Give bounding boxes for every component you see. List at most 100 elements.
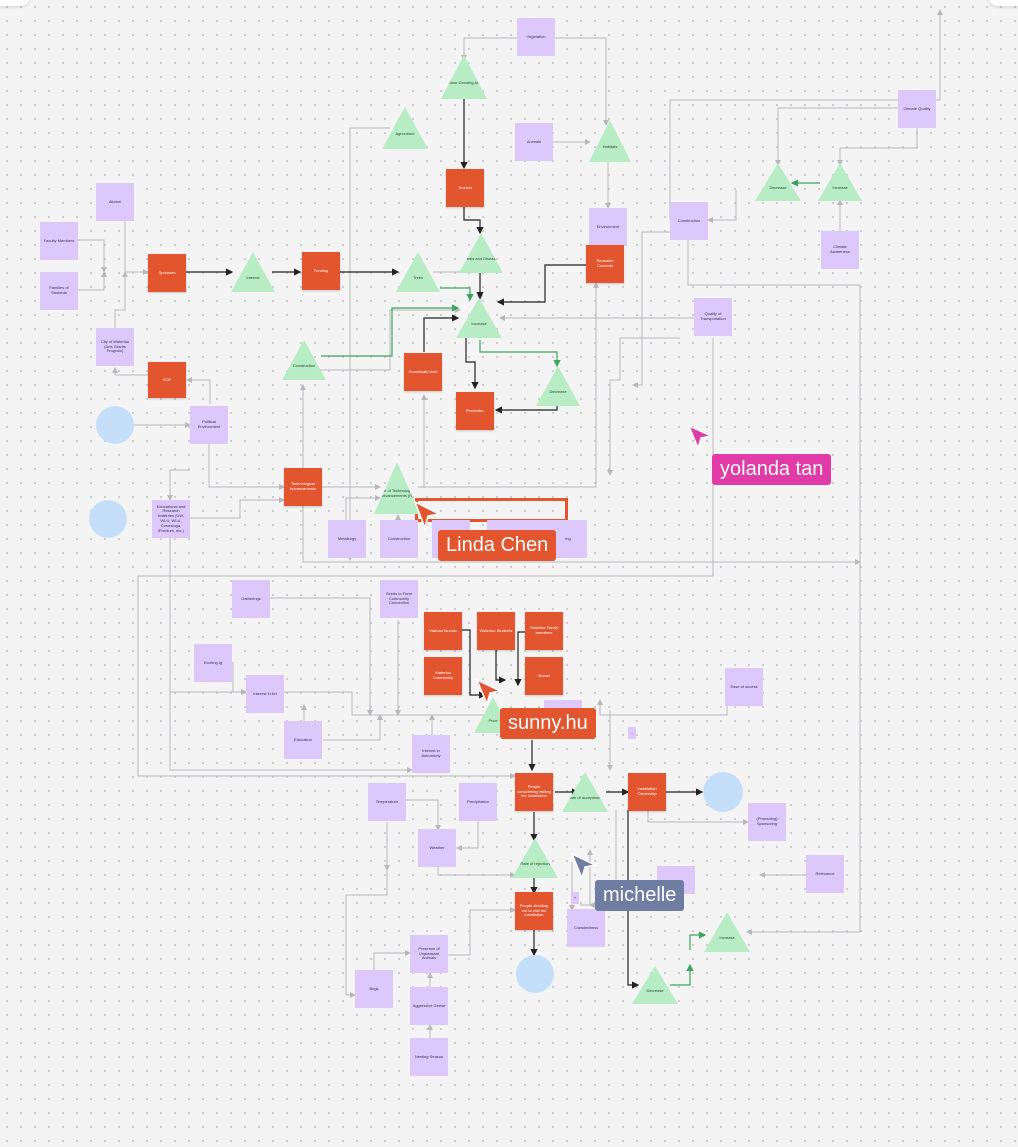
node-circle-2[interactable] [89, 500, 127, 538]
node-crowdedness[interactable]: Crowdedness [567, 909, 605, 947]
node-small-dot[interactable]: - [628, 727, 636, 739]
node-visitors[interactable]: Visitors/Tourists [424, 612, 462, 650]
edge [345, 495, 381, 520]
edge-dark [465, 336, 479, 390]
edge [169, 538, 413, 773]
node-gdp[interactable]: GDP [148, 362, 186, 398]
node-education[interactable]: Education [284, 721, 322, 759]
node-precipitation[interactable]: Precipitation [459, 783, 497, 821]
edge-dark [627, 810, 640, 989]
node-relevance[interactable]: Relevance [806, 855, 844, 893]
edge-dark [463, 207, 484, 235]
edge [345, 822, 388, 998]
edge [707, 190, 737, 223]
node-people-considering[interactable]: People considering visiting the installa… [515, 773, 553, 811]
node-waterloo-community[interactable]: Waterloo Community [424, 657, 462, 695]
node-interest-art[interactable]: Interest in Art [246, 675, 284, 713]
node-gatherings[interactable]: Gatherings [232, 580, 270, 618]
node-metallurgy[interactable]: Metallurgy [328, 520, 366, 558]
edge [554, 37, 609, 126]
node-political-env[interactable]: Political Environment [190, 406, 228, 444]
edge-dark [494, 404, 558, 414]
node-construction-low[interactable]: Construction [380, 520, 418, 558]
node-city-waterloo[interactable]: City of Waterloo (Arts Grants Program) [96, 328, 134, 366]
cursor-label-yolanda: yolanda tan [712, 454, 832, 485]
node-bugs[interactable]: Bugs [355, 970, 393, 1008]
node-pesticides[interactable]: Pesticides [456, 392, 494, 430]
edge [232, 662, 247, 695]
edge [323, 714, 383, 741]
node-alumni[interactable]: Alumni [96, 183, 134, 221]
edge-green [670, 963, 694, 986]
edge-green [689, 931, 707, 950]
edge [318, 307, 461, 371]
node-construction-top[interactable]: Construction [670, 202, 708, 240]
edge-dark [462, 629, 487, 699]
node-interest-astronomy[interactable]: Interest in Astronomy [412, 735, 450, 773]
node-small-dot-2[interactable]: + [571, 892, 579, 904]
node-people-deciding[interactable]: People deciding not to visit the install… [515, 892, 553, 930]
edge [347, 127, 390, 561]
node-funding[interactable]: Funding [302, 252, 340, 290]
node-sponsors[interactable]: Sponsors [148, 254, 186, 292]
node-temperature[interactable]: Temperature [368, 783, 406, 821]
node-circle-3[interactable] [703, 772, 743, 812]
node-installation-ownership[interactable]: Installation Ownership [628, 773, 666, 811]
node-tourism[interactable]: Tourism [446, 169, 484, 207]
edge-green [440, 287, 474, 302]
cursor-arrow-yolanda [687, 424, 714, 455]
node-faculty[interactable]: Faculty Members [40, 222, 78, 260]
node-seeds-farm[interactable]: Seeds to Farm Community Connection [380, 580, 418, 618]
node-genetics-food[interactable]: Genetically food [404, 353, 442, 391]
cursor-label-linda: Linda Chen [438, 530, 557, 561]
edge [837, 128, 918, 166]
edge [112, 367, 148, 376]
edge [775, 107, 898, 166]
edge-green [321, 304, 460, 357]
edge [597, 688, 728, 716]
node-nesting-season[interactable]: Nesting Season [410, 1038, 448, 1076]
edge-green [479, 340, 561, 368]
edge [433, 271, 483, 301]
edge [78, 271, 107, 291]
node-aggressive-geese[interactable]: Aggressive Geese [410, 987, 448, 1025]
edge [270, 597, 373, 716]
node-waterloo-students[interactable]: Waterloo Students [477, 612, 515, 650]
edge [208, 444, 285, 490]
edge [373, 950, 411, 975]
cursor-arrow-michelle [570, 852, 598, 885]
edge [687, 238, 861, 935]
node-families[interactable]: Families of Students [40, 272, 78, 310]
node-quality-transport[interactable]: Quality of Transportation [694, 298, 732, 336]
node-reusable-concrete[interactable]: Reusable Concrete [586, 245, 624, 283]
edge [669, 9, 943, 220]
edge [115, 219, 149, 275]
node-exciting[interactable]: Exciting Ig [194, 644, 232, 682]
edge [190, 497, 285, 519]
cursor-label-sunny: sunny.hu [500, 708, 596, 739]
top-right-panel-edge [988, 0, 1018, 6]
node-promoting[interactable]: (Promoting) Sponsoring [748, 803, 786, 841]
node-climate-awareness[interactable]: Climate Awareness [821, 231, 859, 269]
node-animals[interactable]: Animals [515, 123, 553, 161]
edge [137, 338, 714, 779]
edge [448, 907, 516, 956]
node-presence-animals[interactable]: Presence of Unpleasant Animals [410, 935, 448, 973]
edge [418, 282, 599, 488]
node-circle-4[interactable] [516, 955, 554, 993]
node-waterloo-family[interactable]: Waterloo Family members [525, 612, 563, 650]
node-weather[interactable]: Weather [418, 829, 456, 867]
node-alumni-rect[interactable]: Alumni [525, 657, 563, 695]
node-climate-quality[interactable]: Climate Quality [898, 90, 936, 128]
edge-dark [496, 264, 586, 306]
node-tech-adv[interactable]: Technological Advancements [284, 468, 322, 506]
edge [167, 469, 190, 501]
node-ease-access[interactable]: Ease of access [725, 668, 763, 706]
node-circle-1[interactable] [96, 406, 134, 444]
edge-dark [423, 314, 460, 352]
node-environment[interactable]: Environment [589, 208, 627, 246]
cursor-arrow-linda [413, 500, 443, 535]
node-edu-research[interactable]: Educational and Research Institutes (UW,… [152, 500, 190, 538]
node-vegetation[interactable]: Vegetation [517, 18, 555, 56]
